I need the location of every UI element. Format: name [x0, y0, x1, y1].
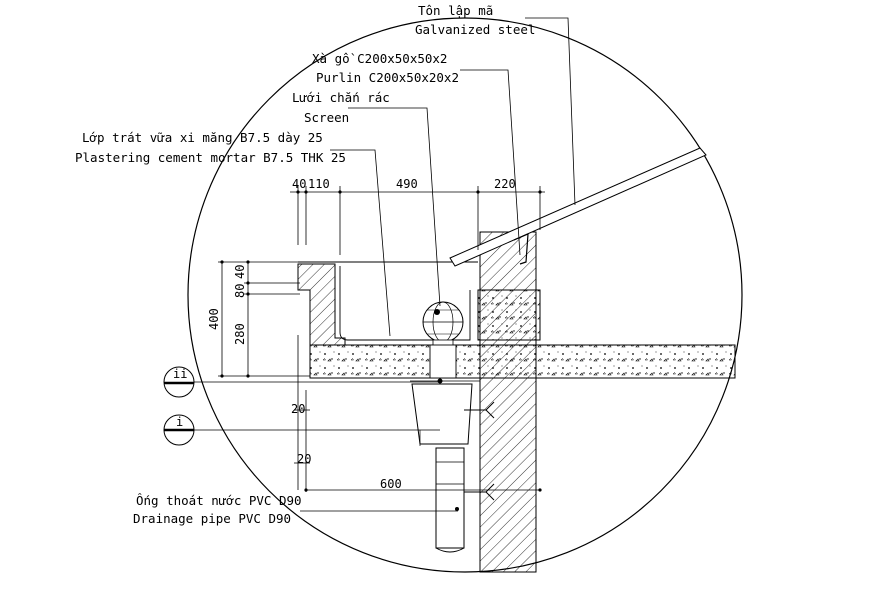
- gutter-parapet: [297, 263, 346, 346]
- marker-i-label: i: [176, 415, 183, 429]
- label-roof-vn: Tôn lập mã: [418, 3, 493, 18]
- dim-small-20-b: 20: [297, 452, 311, 466]
- leader-screen: [348, 107, 441, 307]
- leader-purlin: [460, 69, 521, 256]
- dim-top-490: 490: [396, 177, 418, 191]
- concrete-slab: [309, 344, 736, 379]
- label-roof-en: Galvanized steel: [415, 22, 535, 37]
- wall-beam: [477, 289, 541, 341]
- label-purlin-en: Purlin C200x50x20x2: [316, 70, 459, 85]
- label-purlin-vn: Xà gồ C200x50x50x2: [312, 51, 447, 66]
- dim-bottom-600: 600: [380, 477, 402, 491]
- label-plaster-vn: Lớp trát vữa xi măng B7.5 dày 25: [82, 130, 323, 145]
- gutter-inner-line: [339, 266, 471, 341]
- dim-left-280: 280: [233, 323, 247, 345]
- dim-left-40: 40: [233, 265, 247, 279]
- purlin: [513, 233, 529, 265]
- dim-top-40: 40: [292, 177, 306, 191]
- leader-plaster: [330, 149, 391, 337]
- label-screen-en: Screen: [304, 110, 349, 125]
- dim-top-220: 220: [494, 177, 516, 191]
- label-screen-vn: Lưới chắn rác: [292, 90, 390, 105]
- marker-ii-label: ii: [173, 367, 187, 381]
- dim-left-400: 400: [207, 308, 221, 330]
- drain-outlet: [429, 344, 457, 379]
- detail-viewport-circle: [187, 17, 743, 573]
- drainage-pipe: [435, 447, 465, 549]
- label-plaster-en: Plastering cement mortar B7.5 THK 25: [75, 150, 346, 165]
- leader-roof: [525, 17, 576, 206]
- galvanized-steel-roof: [449, 147, 707, 267]
- dim-left-80: 80: [233, 284, 247, 298]
- dim-top-110: 110: [308, 177, 330, 191]
- label-pipe-en: Drainage pipe PVC D90: [133, 511, 291, 526]
- label-pipe-vn: Ống thoát nước PVC D90: [136, 493, 302, 508]
- dim-small-20-a: 20: [291, 402, 305, 416]
- drain-funnel: [411, 383, 473, 445]
- brick-wall: [479, 231, 537, 573]
